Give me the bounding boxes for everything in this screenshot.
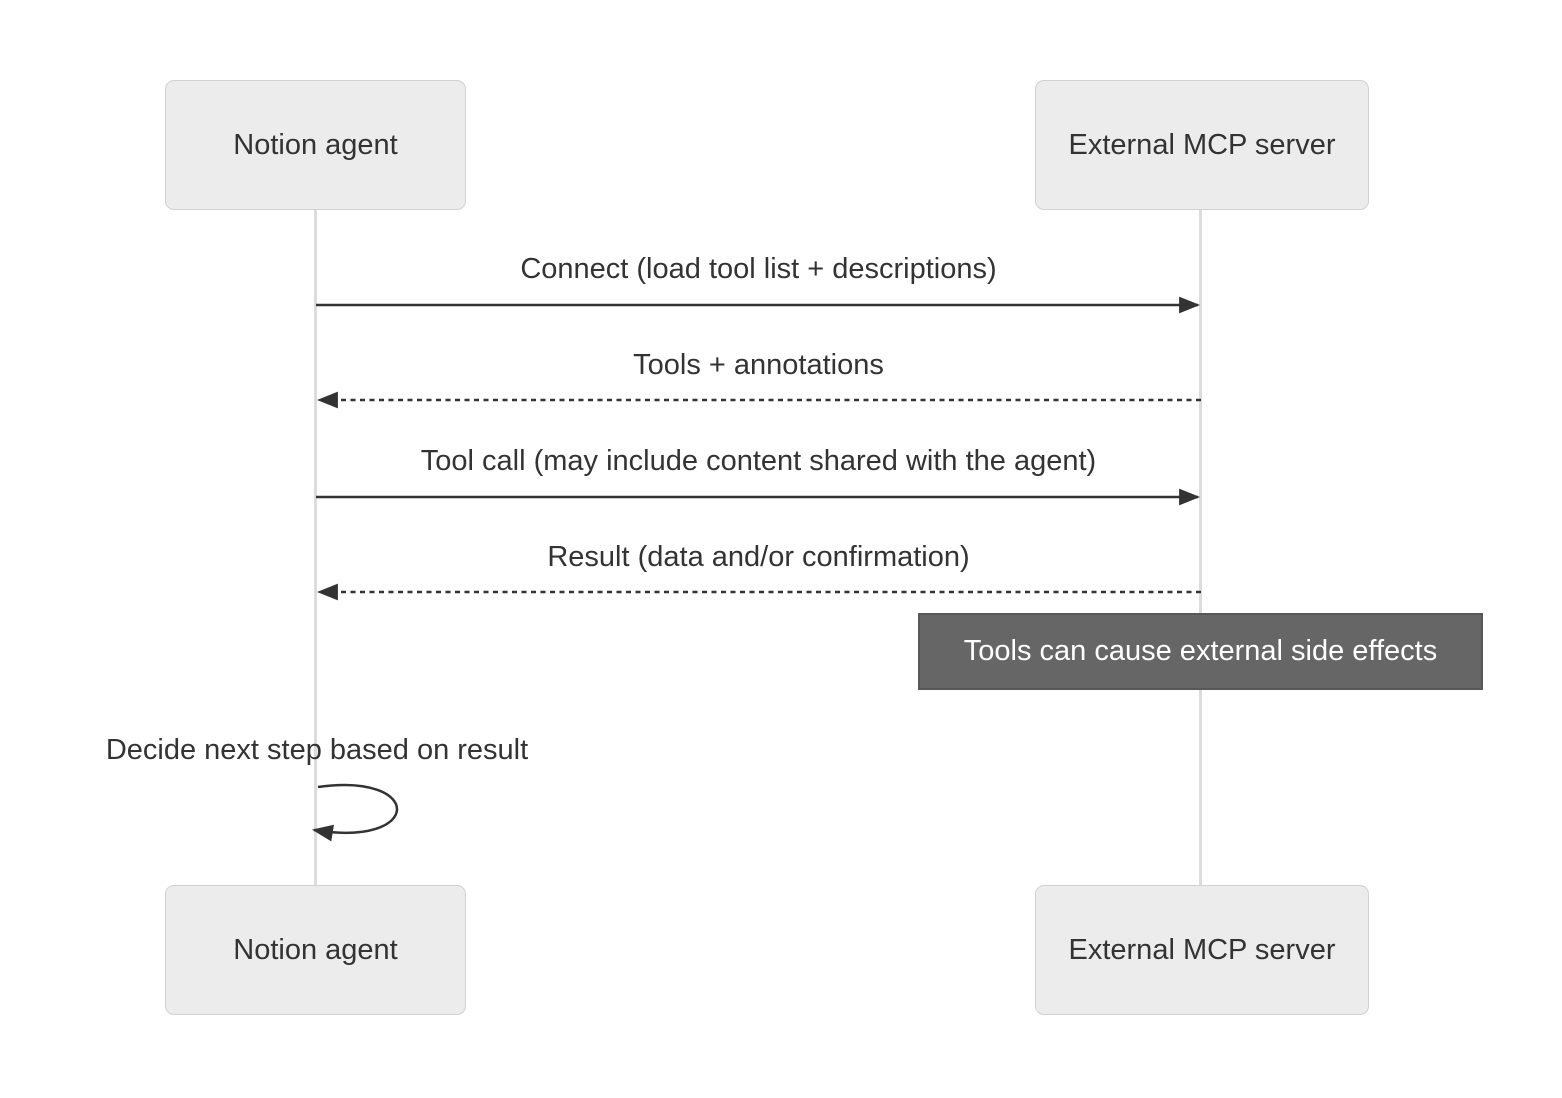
message-label-result: Result (data and/or confirmation) [547,541,970,573]
actor-bottom-external-mcp-server: External MCP server [1035,885,1369,1015]
actor-top-external-mcp-server: External MCP server [1035,80,1369,210]
arrow-self-loop [311,783,399,842]
actor-label: Notion agent [233,933,398,966]
lifeline-external-mcp-server [1199,210,1202,886]
lifeline-notion-agent [314,210,317,886]
actor-label: External MCP server [1068,128,1336,161]
message-label-connect: Connect (load tool list + descriptions) [520,253,997,285]
message-label-tools-annotations: Tools + annotations [633,349,884,381]
message-label-tool-call: Tool call (may include content shared wi… [420,445,1097,477]
actor-top-notion-agent: Notion agent [165,80,466,210]
actor-label: Notion agent [233,128,398,161]
message-label-decide-next-step: Decide next step based on result [105,734,529,766]
note-side-effects: Tools can cause external side effects [918,613,1483,690]
actor-label: External MCP server [1068,933,1336,966]
actor-bottom-notion-agent: Notion agent [165,885,466,1015]
